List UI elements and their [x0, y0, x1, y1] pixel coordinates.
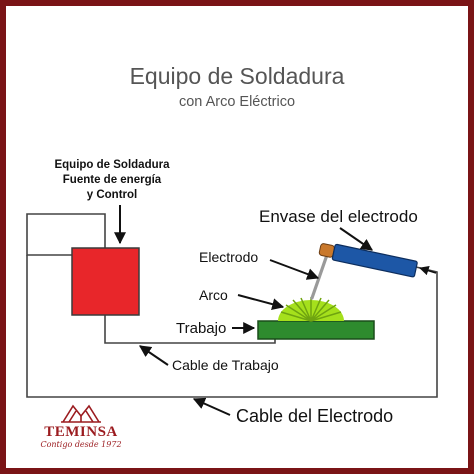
power-source-label-3: y Control [87, 189, 137, 201]
logo-emblem-icon [61, 404, 101, 423]
arc-arrow [237, 294, 285, 311]
electrode-cable-arrow [192, 397, 231, 416]
electrode-rod [310, 250, 330, 300]
electrode-holder [318, 243, 418, 278]
electrode-holder-label: Envase del electrodo [259, 207, 418, 226]
welding-arc [278, 297, 344, 322]
work-piece [257, 320, 375, 340]
electrode-holder-arrow [339, 227, 373, 251]
work-cable-wire [104, 315, 276, 344]
logo-tagline: Contigo desde 1972 [40, 440, 122, 449]
arc-label: Arco [199, 287, 228, 303]
diagram-subtitle: con Arco Eléctrico [179, 94, 295, 110]
electrode-label: Electrodo [199, 249, 258, 265]
work-cable-label: Cable de Trabajo [172, 357, 279, 373]
logo-name: TEMINSA [44, 424, 118, 440]
work-label: Trabajo [176, 320, 226, 337]
diagram-title: Equipo de Soldadura [130, 63, 345, 89]
work-cable-arrow [139, 345, 169, 366]
electrode-arrow [269, 259, 320, 280]
teminsa-logo: TEMINSA Contigo desde 1972 [36, 402, 126, 460]
power-source-label-2: Fuente de energía [63, 174, 162, 186]
cable-end-arrow [419, 265, 437, 276]
source-loop-wire [26, 213, 106, 256]
power-source-box [71, 247, 140, 316]
power-source-label-1: Equipo de Soldadura [54, 159, 170, 171]
electrode-cable-label: Cable del Electrodo [236, 406, 393, 426]
